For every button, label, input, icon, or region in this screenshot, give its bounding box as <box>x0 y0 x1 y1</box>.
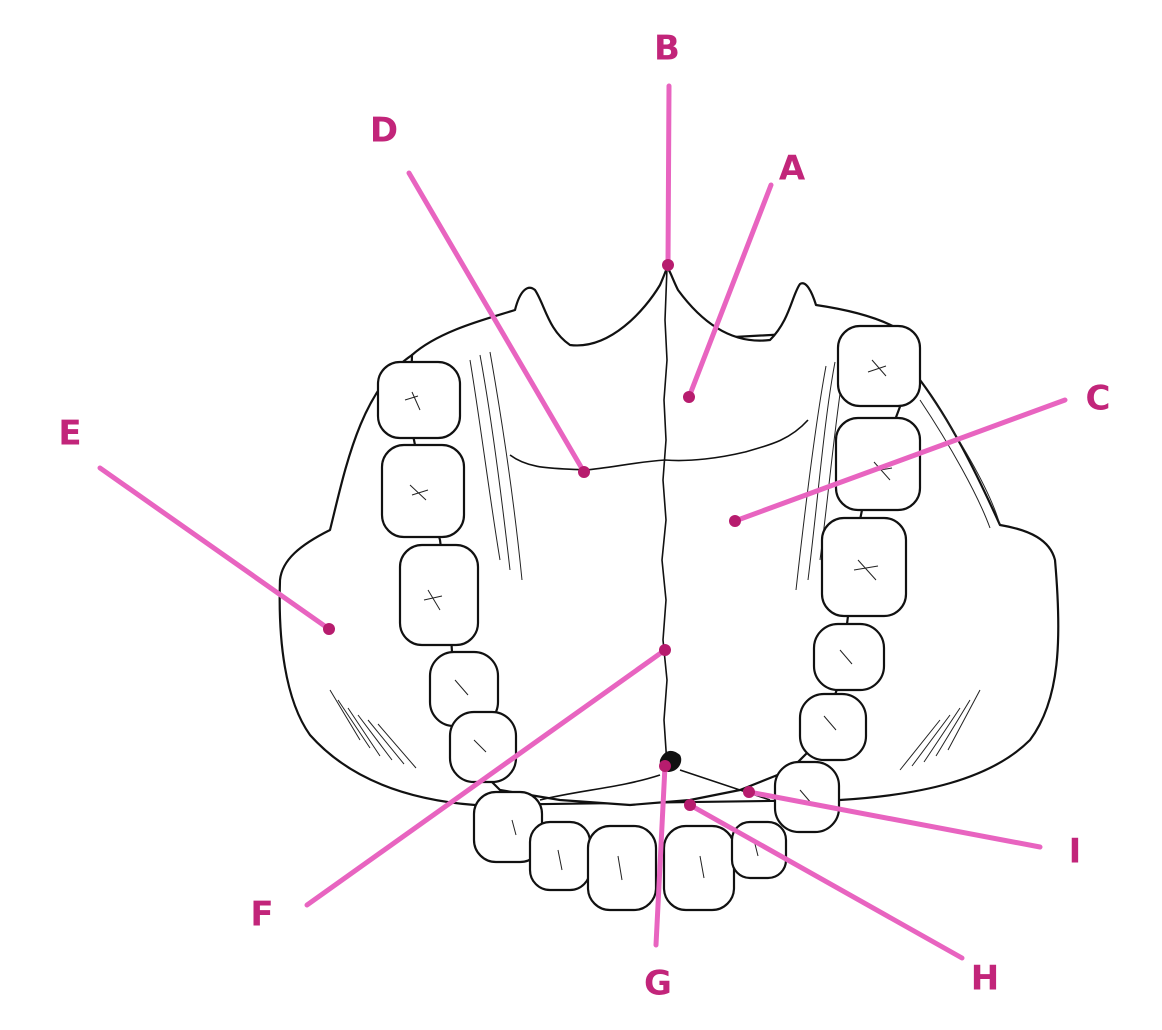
tooth-l5 <box>448 710 518 784</box>
label-e: E <box>58 414 81 454</box>
leader-dot-i <box>743 786 755 798</box>
leader-dot-d <box>578 466 590 478</box>
leader-dot-c <box>729 515 741 527</box>
tooth-r1 <box>836 324 922 408</box>
tooth-r2 <box>834 416 922 512</box>
label-c: C <box>1086 379 1111 419</box>
leader-line-i <box>746 789 1043 850</box>
tooth-a3 <box>586 824 658 912</box>
anterior-teeth <box>472 790 788 912</box>
tooth-l1 <box>376 360 462 440</box>
leader-line-e <box>97 465 332 632</box>
tooth-l3 <box>398 543 480 647</box>
tooth-r4 <box>812 622 886 692</box>
leader-lines <box>97 83 1068 961</box>
tooth-a2 <box>528 820 592 892</box>
palate-drawing <box>278 266 1060 912</box>
label-h: H <box>971 959 999 999</box>
tooth-a4 <box>662 824 736 912</box>
left-teeth <box>376 360 518 784</box>
leader-dot-f <box>659 644 671 656</box>
leader-line-h <box>687 802 965 961</box>
right-teeth <box>773 324 922 834</box>
label-g: G <box>644 964 672 1004</box>
leader-line-a <box>686 182 774 400</box>
label-b: B <box>654 29 680 69</box>
leader-dot-e <box>323 623 335 635</box>
leader-line-g <box>653 763 668 948</box>
tooth-l2 <box>380 443 466 539</box>
leader-dot-h <box>684 799 696 811</box>
leader-dot-a <box>683 391 695 403</box>
label-d: D <box>370 111 398 151</box>
leader-line-f <box>304 647 668 908</box>
alveolar-shading <box>329 351 1001 771</box>
leader-line-b <box>665 83 672 268</box>
label-i: I <box>1069 832 1082 872</box>
median-palatine-suture <box>661 267 668 766</box>
labels: A B C D E F G H I <box>58 29 1110 1004</box>
label-f: F <box>250 895 273 935</box>
premaxilla-curve <box>539 769 771 801</box>
label-a: A <box>779 149 806 189</box>
leader-dot-b <box>662 259 674 271</box>
leader-line-c <box>732 397 1068 524</box>
leader-dot-g <box>659 760 671 772</box>
leader-line-d <box>406 170 587 475</box>
